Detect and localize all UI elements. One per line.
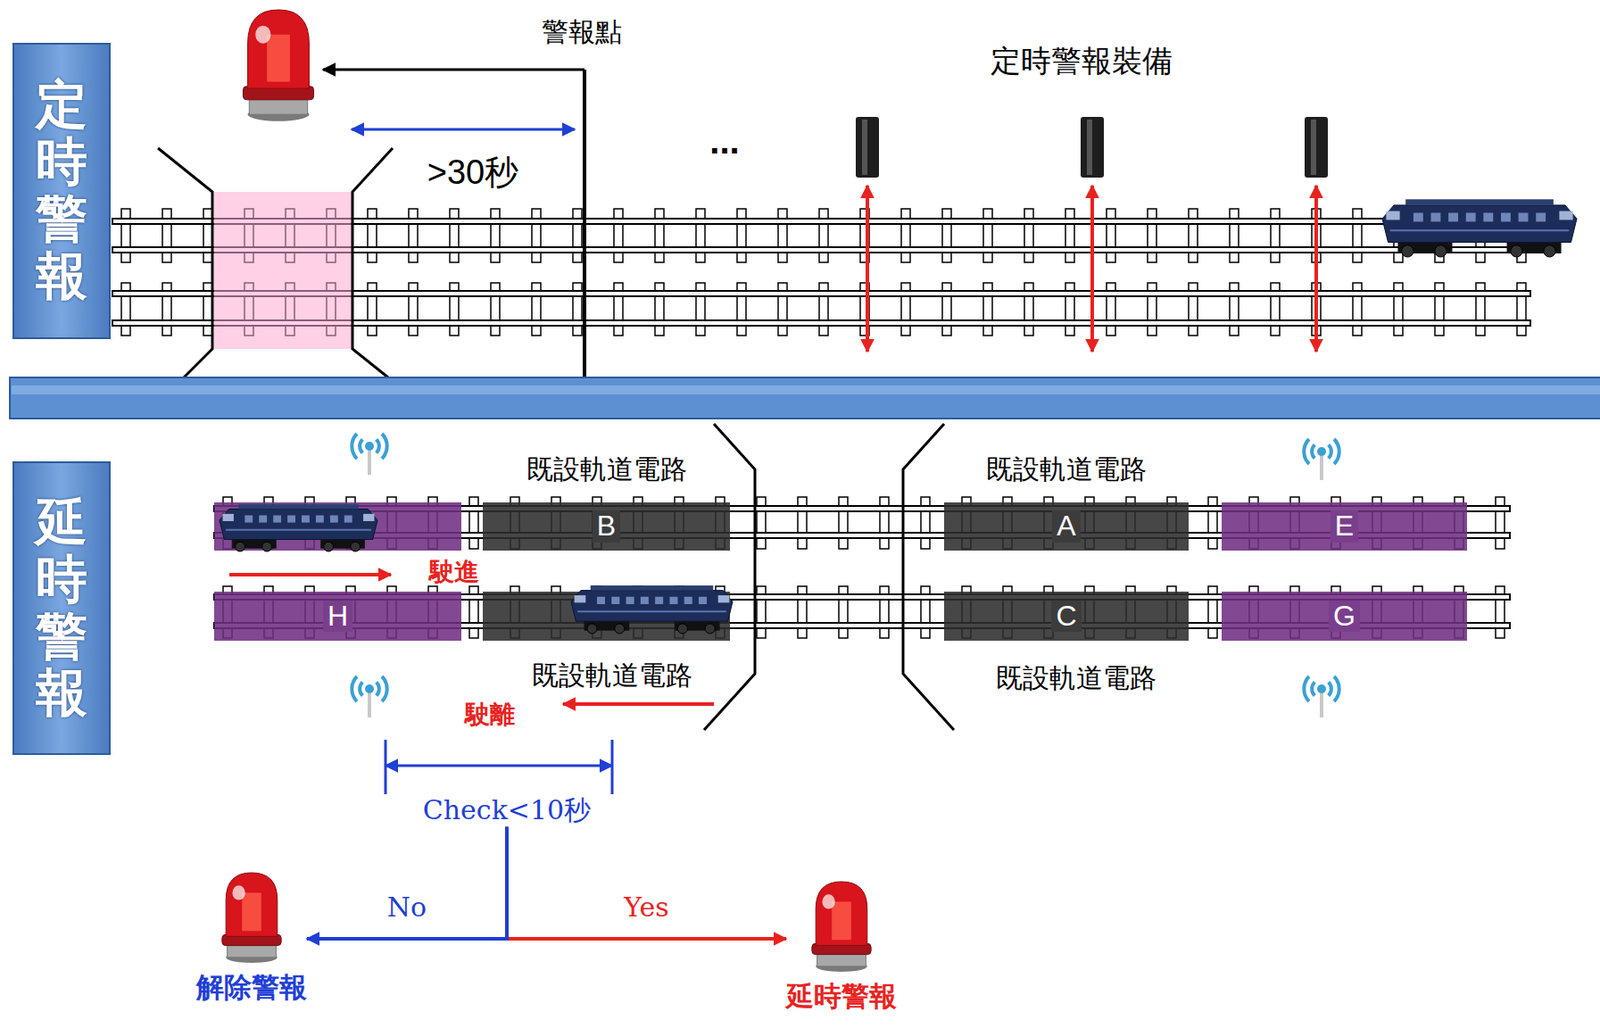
detector-post [1304, 116, 1328, 178]
time-span-arrow [351, 128, 575, 132]
check-span [385, 764, 613, 768]
warning-lamp [242, 9, 314, 122]
wireless-icon [1303, 439, 1339, 481]
block-letter: C [1051, 600, 1081, 632]
detection-arrow [1090, 185, 1095, 352]
track-circuit-block: H [214, 591, 462, 641]
check-tick [611, 739, 614, 795]
track-circuit-block [214, 502, 462, 551]
check-tick [384, 739, 388, 795]
time-label: >30秒 [427, 155, 519, 190]
crossing-area [214, 191, 353, 349]
node-label: 解除警報 [196, 970, 307, 1004]
track-circuit-label: 既設軌道電路 [526, 455, 688, 483]
ellipsis: ... [709, 123, 739, 159]
track-circuit-block: E [1221, 502, 1468, 551]
direction-label: 駛進 [429, 559, 480, 585]
road-edge [352, 148, 393, 378]
wireless-icon [351, 676, 387, 718]
lamp-icon [215, 870, 288, 966]
track-circuit-block: G [1221, 591, 1468, 641]
lamp-icon [805, 879, 878, 975]
direction-label: 駛離 [464, 702, 515, 728]
flow-arrow [306, 827, 507, 940]
band-title: 定時警報 [35, 76, 88, 305]
edge-label: Yes [623, 894, 669, 921]
track-circuit-label: 既設軌道電路 [995, 664, 1157, 692]
check-condition: Check<10秒 [417, 792, 597, 828]
alarm-arrow [323, 68, 585, 72]
delayed-alarm-lamp: 延時警報 [786, 879, 897, 1013]
section-band: 定時警報 [12, 42, 111, 340]
node-label: 延時警報 [786, 979, 897, 1013]
release-alarm-lamp: 解除警報 [196, 870, 307, 1004]
alarm-point-line [582, 69, 587, 378]
warning-lamp [222, 872, 282, 963]
block-letter: G [1328, 600, 1360, 632]
track-circuit-label: 既設軌道電路 [986, 455, 1147, 483]
block-letter: B [592, 510, 621, 542]
warning-lamp [812, 881, 871, 972]
separator-bar [9, 377, 1600, 419]
road-edge [157, 148, 213, 378]
flow-arrow [506, 827, 787, 940]
detector-post [1080, 116, 1104, 178]
separator-highlight [11, 385, 1600, 395]
track-circuit-label: 既設軌道電路 [531, 662, 693, 689]
detection-arrow [865, 185, 870, 352]
track-circuit-block: A [944, 502, 1189, 551]
wireless-icon [351, 433, 387, 475]
detection-arrow [1314, 185, 1319, 352]
locomotive [219, 504, 378, 552]
detector-post [855, 116, 879, 178]
band-title: 延時警報 [35, 494, 88, 722]
equipment-label: 定時警報裝備 [990, 45, 1173, 76]
block-letter: A [1052, 510, 1080, 542]
wireless-icon [1303, 676, 1339, 718]
node-label: Check<10秒 [422, 795, 591, 825]
road-edge [704, 423, 755, 730]
track-circuit-block: C [944, 591, 1189, 641]
locomotive [571, 585, 733, 634]
block-letter: E [1330, 510, 1359, 542]
alarm-point-label: 警報點 [541, 18, 622, 46]
leave-arrow [563, 702, 714, 706]
track-circuit-block: B [482, 502, 730, 551]
edge-label: No [387, 894, 427, 921]
enter-arrow [229, 572, 391, 577]
block-letter: H [323, 600, 353, 632]
locomotive [1382, 198, 1577, 257]
road-edge [903, 423, 954, 730]
section-band: 延時警報 [12, 461, 111, 755]
